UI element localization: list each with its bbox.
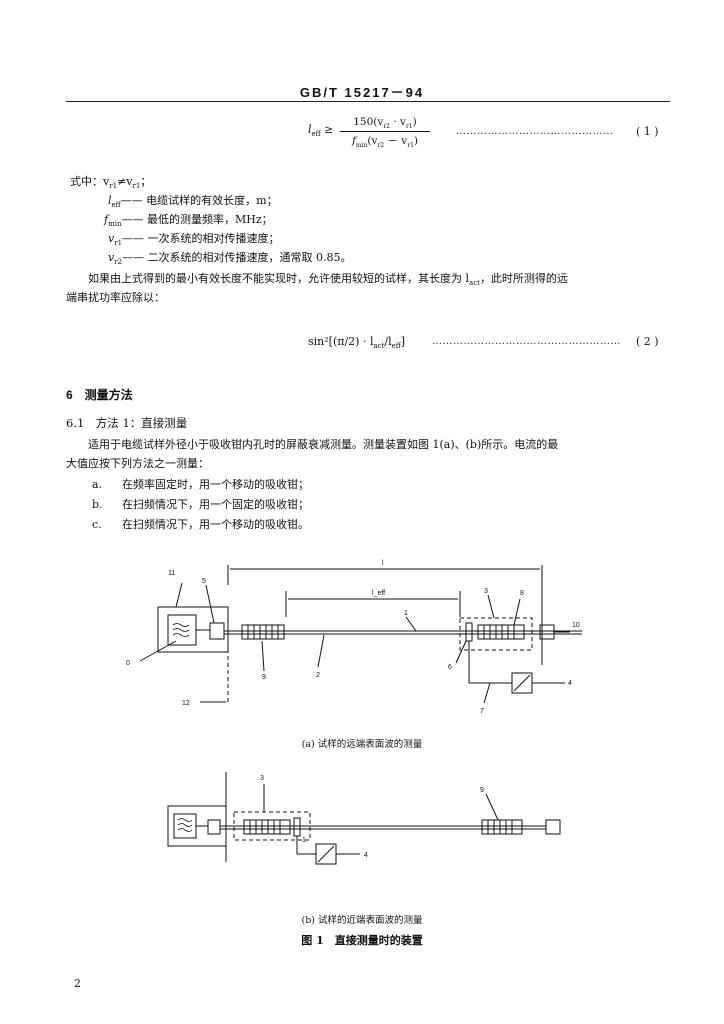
label-10: 10	[572, 622, 580, 629]
label-11: 11	[168, 570, 175, 577]
paragraph-1-line-1: 如果由上式得到的最小有效长度不能实现时，允许使用较短的试样，其长度为 lact，…	[88, 272, 568, 288]
formula-2: sin²[(π/2) · lact/leff]	[308, 335, 406, 351]
label-4: 4	[568, 680, 572, 687]
label-7: 7	[480, 708, 484, 715]
label-b-3: 3	[260, 775, 264, 782]
label-0: 0	[126, 660, 130, 667]
label-3: 3	[484, 588, 488, 595]
label-8: 8	[520, 590, 524, 597]
label-b-9: 9	[480, 787, 484, 794]
formula-2-leader: ………………………………………………	[432, 336, 621, 347]
figure-1a-diagram: l l_eff 1 2 3 4 5 6 7 8 9 10 11 12 0	[126, 560, 582, 715]
header-rule	[66, 101, 670, 102]
list-item-c: c.在扫频情况下，用一个移动的吸收钳。	[92, 518, 309, 531]
figure-1a-caption: (a) 试样的远端表面波的测量	[301, 739, 423, 750]
page-number: 2	[74, 977, 81, 990]
definition-leff: leff—— 电缆试样的有效长度，m；	[108, 194, 278, 210]
label-12: 12	[182, 700, 190, 707]
figure-1b-diagram: 3 4 9 1	[167, 772, 561, 865]
section-6-heading: 6 测量方法	[66, 388, 133, 402]
formula-1-number: ( 1 )	[636, 125, 659, 138]
figure-1b-caption: (b) 试样的近端表面波的测量	[301, 915, 423, 926]
label-leff: l_eff	[372, 590, 385, 597]
definition-fmin: fmin—— 最低的测量频率，MHz；	[104, 213, 273, 229]
paragraph-2-line-2: 大值应按下列方法之一测量：	[66, 457, 209, 470]
list-item-a: a.在频率固定时，用一个移动的吸收钳；	[92, 478, 309, 491]
label-9: 9	[262, 674, 266, 681]
label-b-1: 1	[302, 837, 306, 844]
formula-1-fraction: 150(vr2 · vr1) fmin(vr2 － vr1)	[340, 116, 430, 149]
section-6-1-heading: 6.1 方法 1：直接测量	[66, 416, 188, 430]
formula-1: leff ≥	[308, 123, 334, 139]
list-item-b: b.在扫频情况下，用一个固定的吸收钳；	[92, 498, 309, 511]
definition-vr1: vr1—— 一次系统的相对传播速度；	[108, 232, 280, 248]
page-header: GB/T 15217－94	[299, 85, 425, 100]
label-2: 2	[316, 672, 320, 679]
label-l: l	[382, 560, 384, 567]
label-6: 6	[448, 664, 452, 671]
paragraph-1-line-2: 端串扰功率应除以：	[66, 291, 165, 304]
definition-vr2: vr2—— 二次系统的相对传播速度，通常取 0.85。	[108, 251, 352, 267]
formula-2-number: ( 2 )	[636, 335, 659, 348]
label-1: 1	[404, 610, 408, 617]
where-line: 式中：vr1≠vr1；	[70, 175, 152, 191]
label-b-4: 4	[364, 852, 368, 859]
label-5: 5	[202, 578, 206, 585]
formula-1-leader: ………………………………………	[456, 126, 614, 137]
paragraph-2-line-1: 适用于电缆试样外径小于吸收钳内孔时的屏蔽衰减测量。测量装置如图 1(a)、(b)…	[88, 438, 559, 451]
figure-1-title: 图 1 直接测量时的装置	[301, 934, 423, 947]
